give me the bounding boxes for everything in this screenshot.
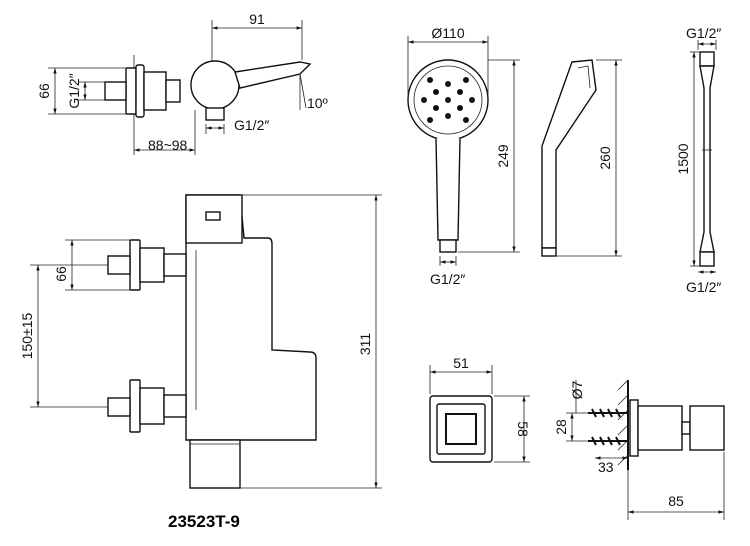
dim-head-side-length: 260	[597, 146, 613, 170]
hose-view: G1/2″ 1500 G1/2″	[675, 25, 721, 295]
dim-outlet-depth: 85	[668, 493, 684, 509]
spout-side-view: 91 66 G1/2″ G1/2″ 10º 88~98	[36, 11, 328, 155]
shower-head-side-view: 260	[541, 59, 622, 257]
dim-outlet-width: 51	[453, 355, 469, 371]
wall-outlet-front-view: 51 58	[429, 355, 531, 463]
dim-head-thread: G1/2″	[430, 271, 465, 287]
dim-distance: 88~98	[148, 137, 188, 153]
shower-head-front-view: Ø110 249 G1/2″	[407, 25, 520, 287]
dim-spout-reach: 91	[249, 11, 265, 27]
dim-height-66-top: 66	[36, 83, 52, 99]
dim-mixer-centers: 150±15	[19, 312, 35, 359]
dim-hose-thread-top: G1/2″	[686, 25, 721, 41]
shower-nozzles	[421, 77, 475, 123]
dim-thread-bottom: G1/2″	[234, 117, 269, 133]
dim-screw-offset: 33	[598, 459, 614, 475]
dim-hose-length: 1500	[675, 143, 691, 174]
dim-mixer-height-66: 66	[53, 266, 69, 282]
dim-outlet-height: 58	[515, 421, 531, 437]
dim-screw-diameter: Ø7	[569, 380, 585, 399]
dim-screw-spacing: 28	[553, 419, 569, 435]
dim-head-length: 249	[495, 144, 511, 168]
dim-thread-left: G1/2″	[66, 73, 82, 108]
dim-head-diameter: Ø110	[431, 25, 464, 41]
dim-angle: 10º	[307, 95, 328, 111]
model-number: 23523T-9	[168, 512, 240, 531]
wall-outlet-side-view: Ø7 28 33 85	[553, 379, 725, 520]
mixer-front-view: 66 150±15 311	[19, 194, 382, 489]
dim-mixer-total-height: 311	[357, 333, 373, 356]
dim-hose-thread-bottom: G1/2″	[686, 279, 721, 295]
